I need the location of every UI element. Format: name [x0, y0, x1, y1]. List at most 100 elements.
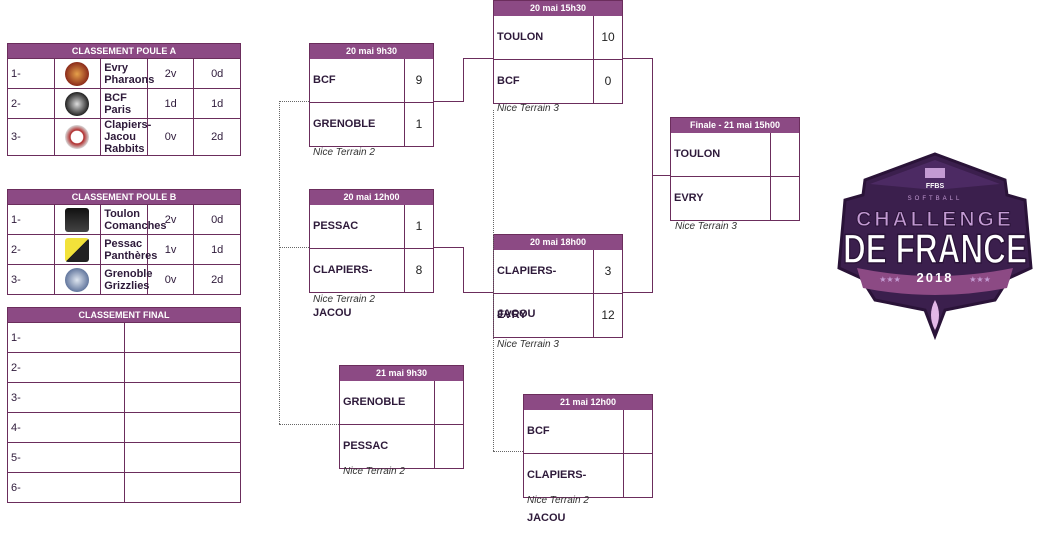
clapiers-jacou-rabbits-logo — [53, 118, 102, 156]
empty-cell — [123, 322, 241, 353]
rank: 4- — [7, 412, 125, 443]
empty-cell — [123, 412, 241, 443]
challenge-de-france-badge: FFBS SOFTBALL CHALLENGE DE FRANCE 2018 ★… — [837, 152, 1033, 340]
table-row: 2- — [7, 352, 241, 383]
evry-pharaons-logo — [53, 58, 102, 89]
score — [623, 454, 652, 497]
rank: 1- — [7, 58, 55, 89]
rank: 5- — [7, 442, 125, 473]
table-row: 3- Clapiers-Jacou Rabbits 0v 2d — [7, 118, 241, 156]
match-venue: Nice Terrain 2 — [313, 294, 375, 305]
team-name: CLAPIERS-JACOU — [313, 264, 373, 319]
badge-year: 2018 — [917, 270, 954, 285]
wins: 0v — [146, 118, 195, 156]
score — [770, 177, 799, 220]
rank: 3- — [7, 118, 55, 156]
team-name: GRENOBLE — [313, 118, 376, 130]
team-name: TOULON — [674, 148, 721, 160]
wins: 1d — [146, 88, 195, 119]
table-row: 2- BCF Paris 1d 1d — [7, 88, 241, 119]
match-date: 20 mai 12h00 — [310, 190, 433, 205]
score: 10 — [593, 16, 622, 59]
losses: 1d — [193, 88, 241, 119]
team-name: PESSAC — [313, 220, 359, 232]
match-date: 21 mai 9h30 — [340, 366, 463, 381]
team-name: Clapiers-Jacou Rabbits — [100, 118, 151, 156]
match-6: 21 mai 12h00 BCF CLAPIERS-JACOU — [523, 394, 653, 524]
final-standings: CLASSEMENT FINAL 1- 2- 3- 4- 5- 6- — [7, 307, 241, 503]
team-name: TOULON — [497, 31, 544, 43]
rank: 2- — [7, 88, 55, 119]
team-name: Evry Pharaons — [100, 58, 154, 89]
wins: 0v — [146, 264, 195, 295]
team-name: GRENOBLE — [343, 396, 406, 408]
wins: 2v — [146, 58, 195, 89]
empty-cell — [123, 472, 241, 503]
table-row: 1- — [7, 322, 241, 353]
score: 9 — [404, 59, 433, 102]
rank: 3- — [7, 264, 55, 295]
star-icon: ★★★ — [969, 275, 991, 284]
losses: 2d — [193, 264, 241, 295]
match-date: 20 mai 15h30 — [494, 1, 622, 16]
match-venue: Nice Terrain 2 — [343, 466, 405, 477]
table-row: 1- Toulon Comanches 2v 0d — [7, 204, 241, 235]
losses: 1d — [193, 234, 241, 265]
final-standings-title: CLASSEMENT FINAL — [7, 307, 241, 323]
match-venue: Nice Terrain 3 — [497, 103, 559, 114]
pool-b-standings: CLASSEMENT POULE B 1- Toulon Comanches 2… — [7, 189, 241, 295]
score — [770, 133, 799, 176]
match-4: 20 mai 18h00 CLAPIERS-JACOU 3 EVRY 12 — [493, 234, 623, 338]
match-date: 20 mai 18h00 — [494, 235, 622, 250]
table-row: 3- Grenoble Grizzlies 0v 2d — [7, 264, 241, 295]
score: 8 — [404, 249, 433, 292]
match-date: 20 mai 9h30 — [310, 44, 433, 59]
rank: 2- — [7, 352, 125, 383]
table-row: 6- — [7, 472, 241, 503]
sport-label: SOFTBALL — [908, 196, 963, 202]
team-name: BCF — [527, 425, 550, 437]
team-name: EVRY — [497, 309, 527, 321]
rank: 1- — [7, 322, 125, 353]
match-venue: Nice Terrain 2 — [527, 495, 589, 506]
team-name: BCF — [497, 75, 520, 87]
match-date: Finale - 21 mai 15h00 — [671, 118, 799, 133]
match-3: 20 mai 15h30 TOULON 10 BCF 0 — [493, 0, 623, 104]
team-name: CLAPIERS-JACOU — [527, 469, 587, 524]
grenoble-grizzlies-logo — [53, 264, 102, 295]
pool-a-standings: CLASSEMENT POULE A 1- Evry Pharaons 2v 0… — [7, 43, 241, 156]
empty-cell — [123, 352, 241, 383]
toulon-comanches-logo — [53, 204, 102, 235]
team-name: Toulon Comanches — [100, 204, 167, 235]
table-row: 5- — [7, 442, 241, 473]
match-final: Finale - 21 mai 15h00 TOULON EVRY — [670, 117, 800, 221]
table-row: 4- — [7, 412, 241, 443]
losses: 0d — [193, 58, 241, 89]
empty-cell — [123, 382, 241, 413]
losses: 0d — [193, 204, 241, 235]
table-row: 2- Pessac Panthères 1v 1d — [7, 234, 241, 265]
pessac-pantheres-logo — [53, 234, 102, 265]
wins: 2v — [146, 204, 195, 235]
match-venue: Nice Terrain 2 — [313, 147, 375, 158]
federation-label: FFBS — [926, 183, 945, 190]
score: 3 — [593, 250, 622, 293]
badge-line1: CHALLENGE — [856, 208, 1014, 231]
pool-b-title: CLASSEMENT POULE B — [7, 189, 241, 205]
year-ribbon — [857, 268, 1013, 295]
score — [623, 410, 652, 453]
team-name: CLAPIERS-JACOU — [497, 265, 557, 320]
pool-a-title: CLASSEMENT POULE A — [7, 43, 241, 59]
player-silhouette-icon — [931, 300, 939, 330]
table-row: 3- — [7, 382, 241, 413]
score: 1 — [404, 103, 433, 146]
score: 0 — [593, 60, 622, 103]
team-name: BCF Paris — [100, 88, 148, 119]
rank: 1- — [7, 204, 55, 235]
score: 12 — [593, 294, 622, 337]
match-venue: Nice Terrain 3 — [497, 339, 559, 350]
losses: 2d — [193, 118, 241, 156]
star-icon: ★★★ — [879, 275, 901, 284]
team-name: Grenoble Grizzlies — [100, 264, 152, 295]
